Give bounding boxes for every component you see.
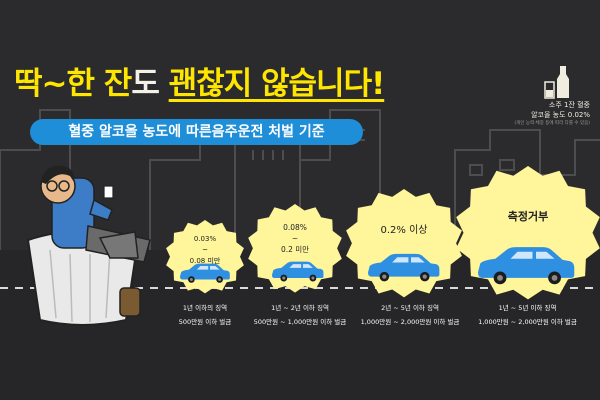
car-3 (368, 253, 440, 282)
badge-1-text: 0.03% ~ 0.08 미만 (170, 234, 240, 267)
penalty-caption-4: 1년 ~ 5년 이하 징역 1,000만원 ~ 2,000만원 이하 벌금 (465, 301, 590, 329)
penalty-2-term: 1년 ~ 2년 이하 징역 (271, 304, 329, 312)
penalty-caption-1: 1년 이하의 징역 500만원 이하 벌금 (150, 301, 260, 329)
penalty-3-term: 2년 ~ 5년 이하 징역 (381, 304, 439, 312)
title-part-3: 괜찮지 않습니다! (168, 66, 386, 102)
page-title: 딱~한 잔도 괜찮지 않습니다! (14, 58, 386, 103)
badge-2-line-2: ~ (291, 234, 299, 243)
penalty-3-fine: 1,000만원 ~ 2,000만원 이하 벌금 (360, 318, 460, 326)
penalty-1-fine: 500만원 이하 벌금 (178, 318, 232, 326)
penalty-1-term: 1년 이하의 징역 (182, 304, 228, 312)
car-2 (272, 261, 324, 282)
car-4 (478, 247, 575, 285)
badge-3-text: 0.2% 이상 (364, 224, 444, 238)
title-part-2: 도 (131, 66, 160, 102)
soju-note: 소주 1잔 혈중 알코올 농도 0.02% (개인 능력·체중 등에 따라 다를… (514, 100, 590, 127)
subtitle-banner: 혈중 알코올 농도에 따른음주운전 처벌 기준 (30, 119, 363, 145)
badge-1-line-3: 0.08 미만 (189, 257, 221, 265)
soju-note-line-2: 알코올 농도 0.02% (531, 111, 590, 119)
badge-4-line-1: 측정거부 (507, 210, 549, 223)
soju-note-line-1: 소주 1잔 혈중 (548, 101, 590, 109)
badge-2-line-1: 0.08% (283, 223, 307, 232)
badge-1-line-2: ~ (202, 246, 208, 254)
penalty-4-term: 1년 ~ 5년 이하 징역 (498, 304, 557, 312)
badge-1-line-1: 0.03% (193, 235, 217, 243)
badge-2-text: 0.08% ~ 0.2 미만 (258, 222, 332, 255)
man-in-cup-illustration (26, 165, 151, 326)
car-1 (180, 263, 230, 283)
soju-bottle-icon (544, 66, 569, 99)
penalty-caption-2: 1년 ~ 2년 이하 징역 500만원 ~ 1,000만원 이하 벌금 (240, 301, 360, 329)
badge-3-line-1: 0.2% 이상 (380, 225, 428, 236)
title-part-1: 딱~한 잔 (14, 66, 132, 102)
penalty-2-fine: 500만원 ~ 1,000만원 이하 벌금 (253, 318, 347, 326)
penalty-4-fine: 1,000만원 ~ 2,000만원 이하 벌금 (478, 318, 577, 326)
penalty-caption-3: 2년 ~ 5년 이하 징역 1,000만원 ~ 2,000만원 이하 벌금 (350, 301, 470, 329)
badge-4-text: 측정거부 (480, 209, 576, 225)
soju-note-small: (개인 능력·체중 등에 따라 다를 수 있음) (514, 121, 590, 126)
badge-2-line-3: 0.2 미만 (280, 245, 310, 254)
